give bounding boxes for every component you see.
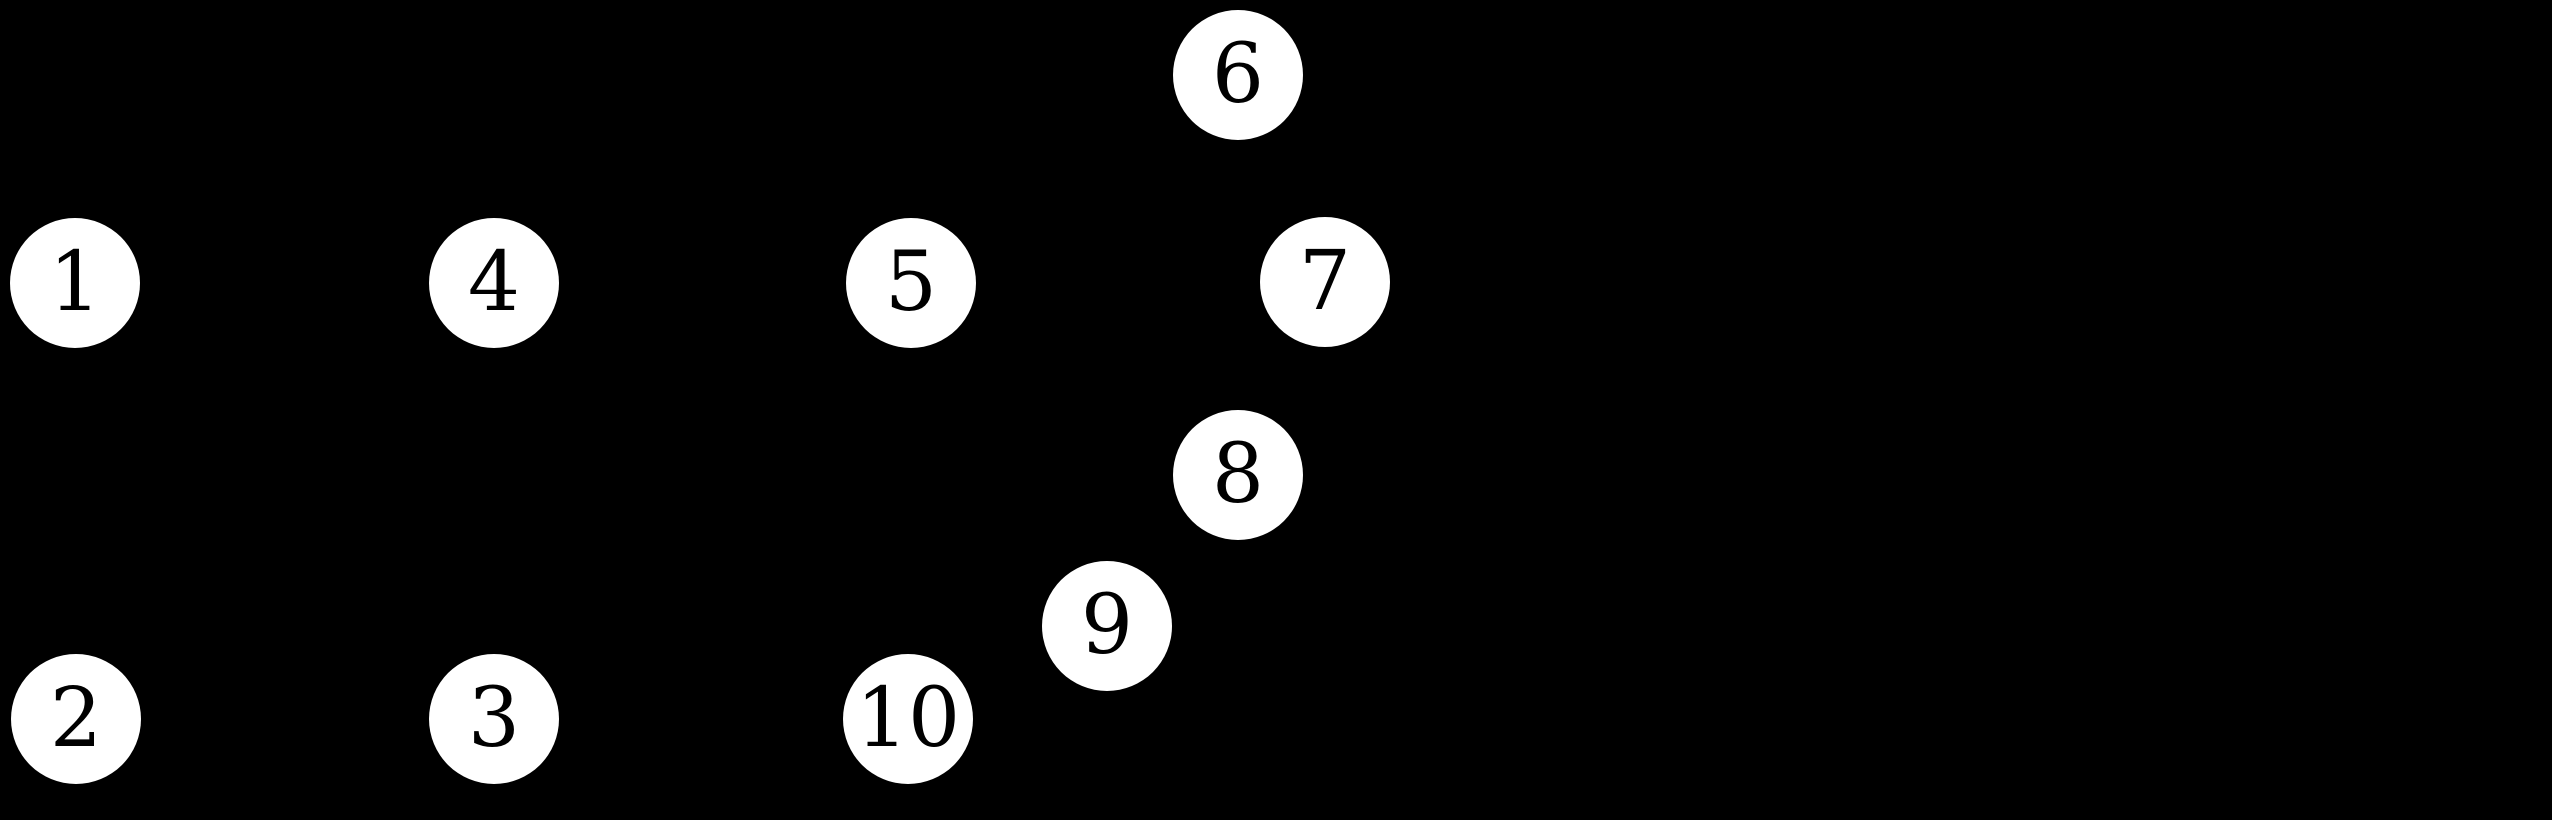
graph-node-5: 5 xyxy=(846,218,976,348)
graph-node-label: 6 xyxy=(1211,27,1265,122)
graph-node-1: 1 xyxy=(10,218,140,348)
graph-node-label: 8 xyxy=(1211,427,1265,522)
graph-node-9: 9 xyxy=(1042,561,1172,691)
graph-node-7: 7 xyxy=(1260,217,1390,347)
graph-node-2: 2 xyxy=(11,654,141,784)
graph-node-6: 6 xyxy=(1173,10,1303,140)
graph-node-label: 10 xyxy=(855,671,961,766)
graph-node-label: 9 xyxy=(1080,578,1134,673)
graph-node-4: 4 xyxy=(429,218,559,348)
graph-node-label: 1 xyxy=(48,235,102,330)
graph-node-label: 3 xyxy=(467,671,521,766)
graph-node-label: 7 xyxy=(1298,234,1352,329)
graph-node-8: 8 xyxy=(1173,410,1303,540)
graph-node-label: 2 xyxy=(49,671,103,766)
graph-node-label: 4 xyxy=(467,235,521,330)
graph-node-10: 10 xyxy=(843,654,973,784)
graph-node-label: 5 xyxy=(884,235,938,330)
graph-node-3: 3 xyxy=(429,654,559,784)
